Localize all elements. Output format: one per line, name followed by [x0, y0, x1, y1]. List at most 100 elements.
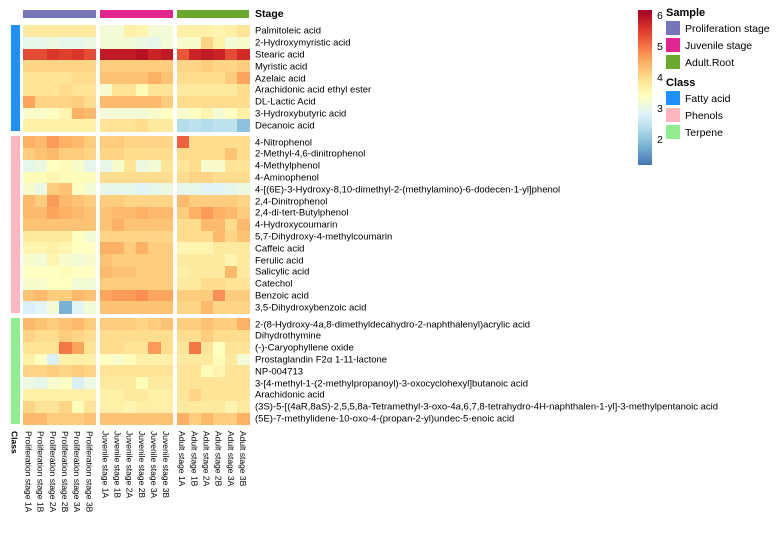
sample-legend-swatch-proliferation	[666, 21, 680, 35]
row-label: Arachidonic acid	[255, 389, 325, 401]
heatmap-cell	[59, 330, 72, 343]
heatmap-cell	[136, 25, 149, 38]
heatmap-cell	[71, 400, 85, 413]
heatmap-cell	[213, 266, 226, 279]
heatmap-cell	[188, 107, 202, 120]
heatmap-cell	[237, 277, 250, 290]
heatmap-cell	[225, 60, 238, 73]
column-label: Adult stage 3A	[225, 431, 236, 487]
heatmap-cell	[59, 389, 72, 402]
heatmap-cell	[188, 341, 202, 354]
heatmap-cell	[124, 289, 137, 302]
heatmap-cell	[99, 95, 113, 108]
heatmap-cell	[176, 107, 190, 120]
heatmap-cell	[23, 60, 36, 73]
row-label: Azelaic acid	[255, 72, 306, 84]
heatmap-cell	[35, 266, 48, 279]
heatmap-cell	[188, 36, 202, 49]
heatmap-cell	[237, 341, 250, 354]
heatmap-cell	[188, 318, 202, 331]
heatmap-cell	[213, 330, 226, 343]
heatmap-cell	[111, 107, 125, 120]
heatmap-cell	[111, 389, 125, 402]
heatmap-cell	[124, 318, 137, 331]
heatmap-cell	[99, 36, 113, 49]
heatmap-cell	[71, 84, 85, 97]
heatmap-cell	[99, 72, 113, 85]
heatmap-cell	[188, 72, 202, 85]
heatmap-cell	[111, 230, 125, 243]
heatmap-cell	[237, 159, 250, 172]
heatmap-cell	[225, 277, 238, 290]
heatmap-cell	[35, 48, 48, 61]
heatmap-cell	[111, 301, 125, 314]
heatmap-cell	[124, 254, 137, 267]
heatmap-cell	[124, 353, 137, 366]
heatmap-cell	[136, 171, 149, 184]
heatmap-cell	[59, 353, 72, 366]
heatmap-cell	[237, 136, 250, 149]
heatmap-cell	[136, 119, 149, 132]
heatmap-cell	[176, 365, 190, 378]
heatmap-cell	[124, 195, 137, 208]
heatmap-cell	[176, 207, 190, 220]
row-label: 3-[4-methyl-1-(2-methylpropanoyl)-3-oxoc…	[255, 377, 528, 389]
heatmap-cell	[160, 207, 174, 220]
heatmap-cell	[99, 242, 113, 255]
heatmap-cell	[99, 107, 113, 120]
heatmap-cell	[176, 377, 190, 390]
heatmap-cell	[71, 218, 85, 231]
heatmap-cell	[136, 277, 149, 290]
heatmap-cell	[136, 207, 149, 220]
heatmap-cell	[111, 95, 125, 108]
heatmap-cell	[124, 136, 137, 149]
heatmap-cell	[59, 341, 72, 354]
column-label: Proliferation stage 1B	[35, 431, 46, 513]
heatmap-cell	[124, 277, 137, 290]
heatmap-cell	[59, 242, 72, 255]
heatmap-cell	[200, 330, 214, 343]
heatmap-cell	[71, 301, 85, 314]
heatmap-cell	[148, 289, 161, 302]
row-label: 3,5-Dihydroxybenzoic acid	[255, 302, 367, 314]
heatmap-cell	[111, 330, 125, 343]
heatmap-cell	[188, 195, 202, 208]
colorbar	[638, 10, 652, 165]
heatmap-cell	[124, 400, 137, 413]
heatmap-cell	[47, 341, 60, 354]
heatmap-cell	[124, 377, 137, 390]
heatmap-cell	[99, 119, 113, 132]
heatmap-cell	[124, 159, 137, 172]
heatmap-cell	[71, 183, 85, 196]
heatmap-cell	[148, 277, 161, 290]
heatmap-cell	[237, 389, 250, 402]
heatmap-cell	[99, 48, 113, 61]
heatmap-cell	[47, 318, 60, 331]
heatmap-cell	[71, 72, 85, 85]
row-label: Decanoic acid	[255, 120, 315, 132]
heatmap-cell	[71, 277, 85, 290]
heatmap-cell	[225, 289, 238, 302]
heatmap-cell	[111, 254, 125, 267]
heatmap-cell	[71, 377, 85, 390]
heatmap-cell	[160, 218, 174, 231]
heatmap-cell	[83, 25, 97, 38]
heatmap-cell	[71, 95, 85, 108]
column-label: Adult stage 2A	[201, 431, 212, 487]
heatmap-cell	[237, 254, 250, 267]
heatmap-cell	[148, 25, 161, 38]
heatmap-cell	[124, 60, 137, 73]
heatmap-cell	[35, 277, 48, 290]
heatmap-cell	[200, 119, 214, 132]
sample-legend-title: Sample	[666, 7, 706, 19]
heatmap-cell	[47, 148, 60, 161]
heatmap-cell	[99, 389, 113, 402]
heatmap-cell	[59, 60, 72, 73]
heatmap-cell	[59, 25, 72, 38]
heatmap-cell	[176, 301, 190, 314]
heatmap-cell	[213, 195, 226, 208]
heatmap-cell	[47, 207, 60, 220]
heatmap-cell	[111, 318, 125, 331]
heatmap-cell	[237, 365, 250, 378]
heatmap-cell	[188, 353, 202, 366]
